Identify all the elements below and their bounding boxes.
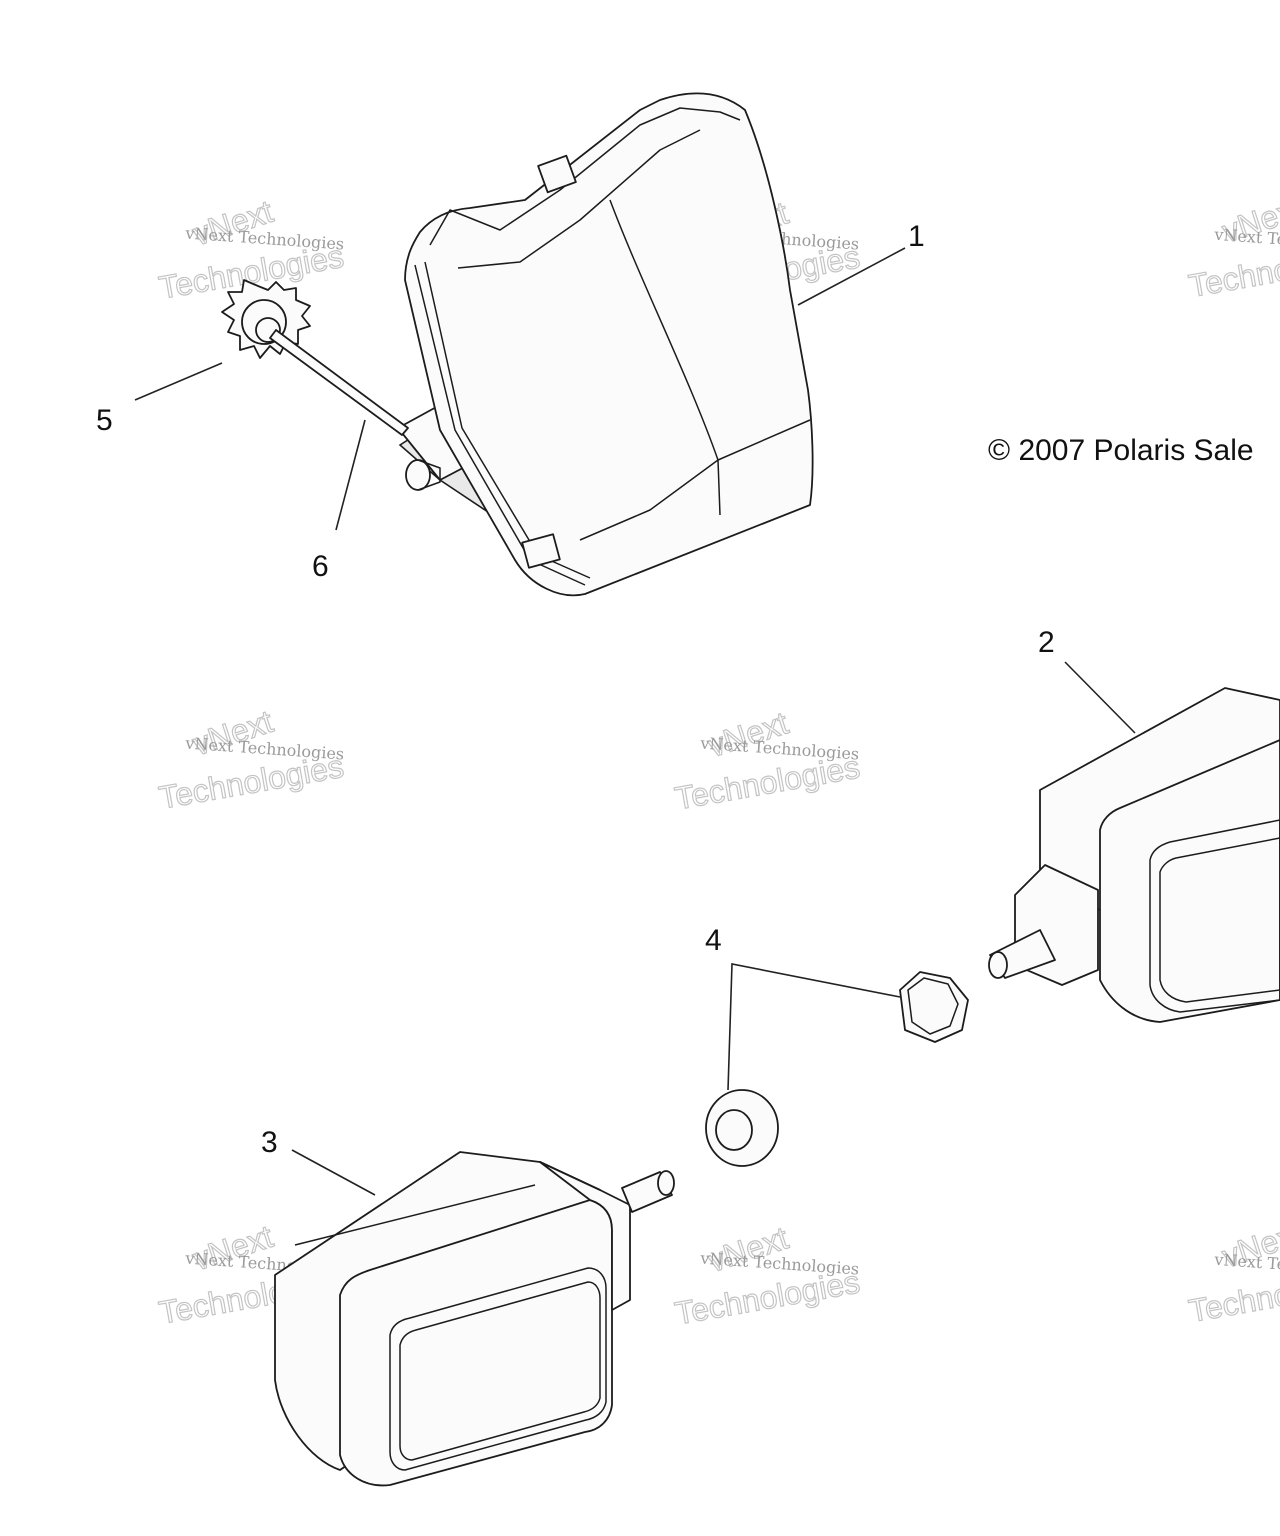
flange-nut-upper-hex: [907, 977, 959, 1035]
watermark-text-large: Technologies: [672, 1264, 862, 1332]
callout-4: 4: [705, 924, 722, 957]
part-2-work-lamp-right[interactable]: [988, 687, 1280, 1023]
callout-6: 6: [312, 550, 329, 583]
lamp-stud-end: [657, 1170, 675, 1196]
housing-latch-top: [537, 154, 577, 194]
leader-line-2: [1064, 661, 1136, 734]
part-1-headlight-housing[interactable]: [397, 92, 814, 597]
leader-line-6: [335, 419, 366, 531]
callout-1: 1: [908, 220, 925, 253]
callout-5: 5: [96, 404, 113, 437]
callout-labels: 1 2 3 4 5 6: [96, 220, 1055, 1159]
lamp-body-front: [1099, 739, 1280, 1023]
lamp-body-front: [339, 1199, 613, 1487]
housing-shell: [404, 92, 814, 597]
watermark-text-small: vNext Technologies: [1213, 1250, 1280, 1280]
copyright-notice: © 2007 Polaris Sale: [988, 434, 1254, 467]
housing-rim-line: [414, 264, 586, 586]
watermark-text-large: Technologies: [156, 748, 346, 816]
part-4-flange-nut[interactable]: [705, 971, 969, 1167]
leader-lines: [134, 247, 1136, 1196]
lamp-lens: [399, 1281, 601, 1461]
housing-lower-seam: [579, 419, 811, 541]
lamp-top-edge: [294, 1184, 536, 1246]
leader-line-5: [134, 362, 223, 401]
watermark: vNext vNext Technologies Technologies: [672, 1219, 863, 1332]
callout-2: 2: [1038, 626, 1055, 659]
housing-rim-line: [424, 261, 591, 579]
housing-rim-line: [429, 107, 741, 246]
watermark-text-small: vNext Technologies: [1213, 225, 1280, 255]
adjuster-knob-shaft: [417, 459, 441, 491]
lamp-stud-end: [988, 951, 1008, 979]
lamp-lens-rim: [389, 1267, 607, 1471]
housing-center-seam: [609, 199, 721, 516]
housing-latch-bottom: [521, 533, 561, 569]
housing-rim-line: [457, 129, 701, 269]
watermark: vNext vNext Technologies Technologies: [1185, 189, 1280, 304]
watermark: vNext vNext Technologies Technologies: [1185, 1214, 1280, 1329]
leader-line-4: [727, 963, 901, 1091]
watermark: vNext vNext Technologies Technologies: [672, 704, 863, 817]
part-3-work-lamp-left[interactable]: [274, 1151, 675, 1487]
watermark: vNext vNext Technologies Technologies: [156, 702, 347, 816]
part-6-adjuster-rod[interactable]: [269, 329, 409, 436]
flange-nut-lower-bore: [715, 1109, 753, 1151]
callout-3: 3: [261, 1126, 278, 1159]
lamp-mount-block: [539, 1161, 631, 1311]
lamp-lens: [1159, 837, 1280, 1003]
leader-line-3: [291, 1149, 376, 1196]
adjuster-rod: [269, 329, 409, 436]
adjuster-knob: [405, 459, 431, 491]
lamp-lens-rim: [1149, 819, 1280, 1013]
watermark-text-large: Technologies: [672, 749, 862, 817]
leader-line-1: [797, 247, 906, 306]
